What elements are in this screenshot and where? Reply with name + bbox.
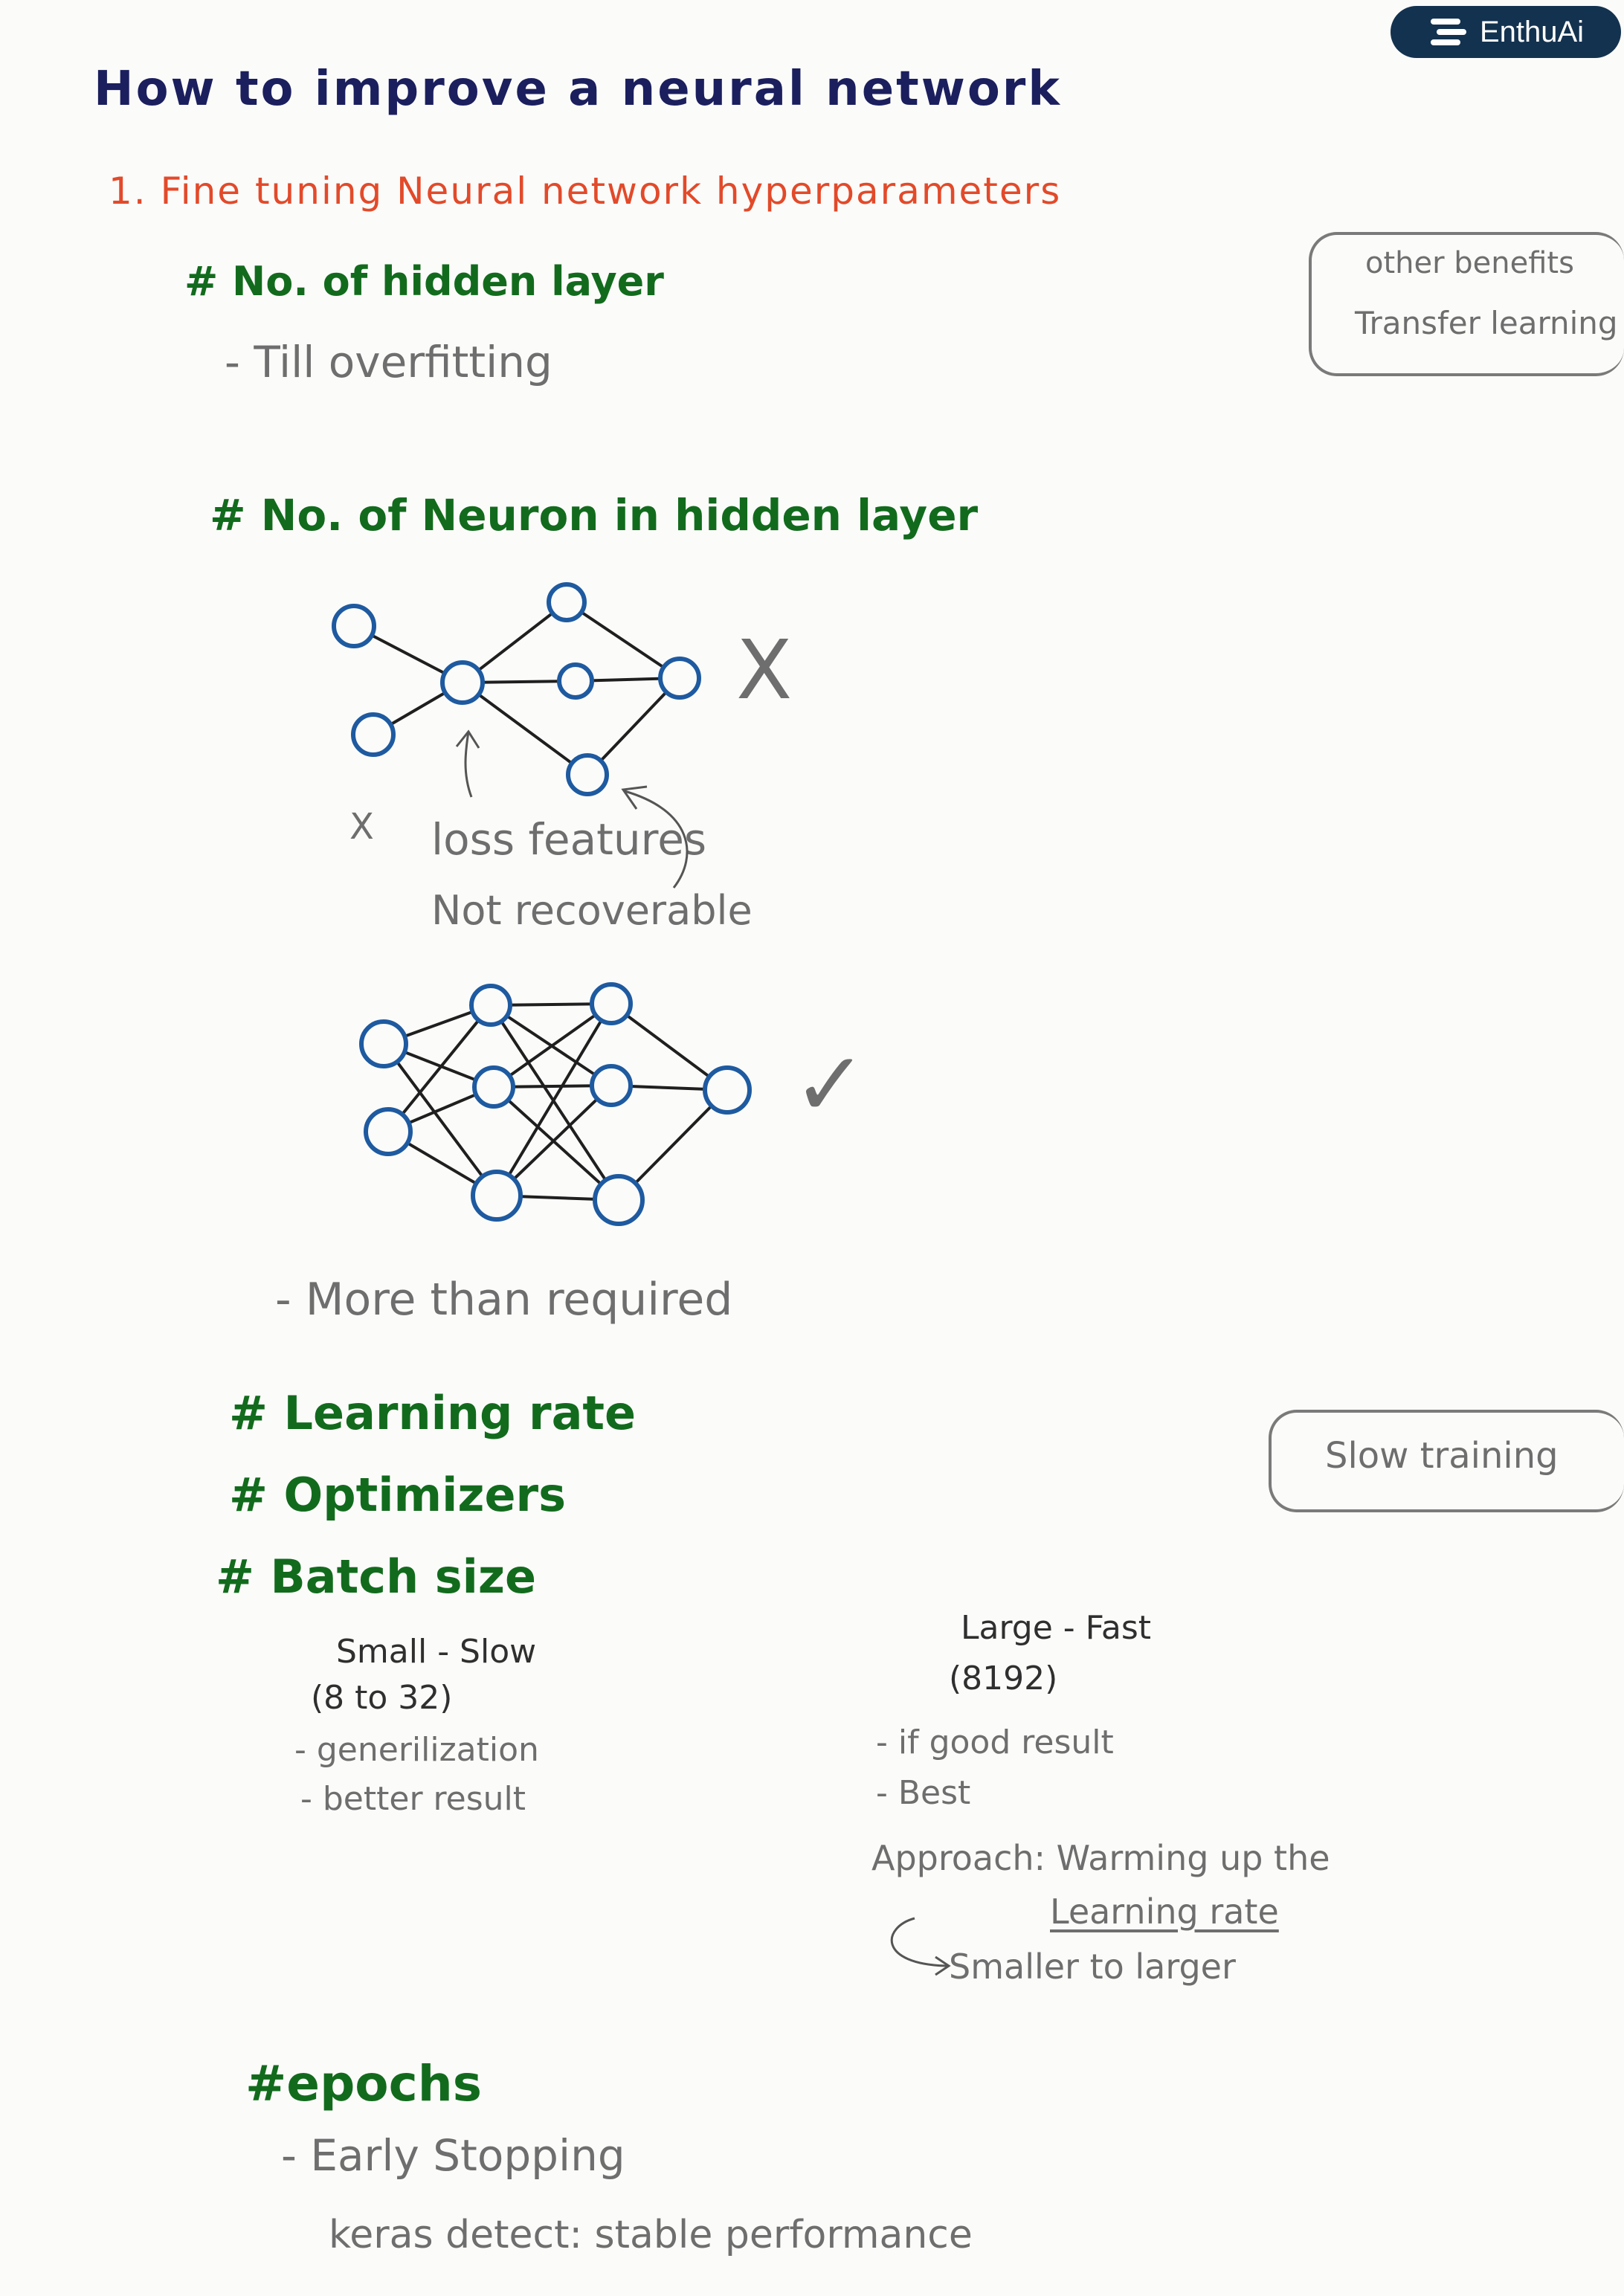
hidden-node [590, 1064, 633, 1107]
small-x-mark: X [349, 806, 374, 848]
approach-line1: Approach: Warming up the [871, 1838, 1330, 1878]
brand-badge: EnthuAi [1391, 6, 1621, 58]
neurons-heading: # No. of Neuron in hidden layer [210, 490, 979, 541]
hidden-node [593, 1174, 645, 1226]
epochs-point1: - Early Stopping [281, 2130, 625, 2181]
input-node [351, 712, 396, 757]
small-batch-point2: - better result [300, 1780, 526, 1818]
loss-features-label: loss features [431, 814, 707, 865]
input-node [332, 604, 376, 648]
epochs-point2: keras detect: stable performance [329, 2213, 973, 2257]
hidden-layer-note: - Till overfitting [225, 337, 552, 387]
hidden-node [547, 582, 587, 622]
good-mark: ✓ [793, 1033, 868, 1137]
neurons-note: - More than required [275, 1274, 733, 1326]
large-batch-label: Large - Fast [961, 1609, 1152, 1647]
side-note-box [1309, 232, 1624, 376]
slow-training-label: Slow training [1325, 1435, 1559, 1477]
hidden-node [469, 984, 512, 1027]
batch-size-heading: # Batch size [216, 1550, 537, 1604]
hidden-node [590, 982, 633, 1025]
large-batch-point1: - if good result [876, 1723, 1114, 1761]
approach-line2: Learning rate [1050, 1892, 1279, 1932]
epochs-heading: #epochs [245, 2055, 483, 2112]
input-node [364, 1107, 413, 1156]
small-batch-label: Small - Slow [336, 1633, 537, 1671]
hidden-node [557, 662, 594, 700]
wide-network-diagram [359, 982, 752, 1226]
learning-rate-heading: # Learning rate [229, 1386, 637, 1440]
small-batch-range: (8 to 32) [311, 1679, 453, 1717]
hook-arrow-icon [890, 1917, 951, 1976]
approach-line3: Smaller to larger [949, 1947, 1236, 1987]
page-title: How to improve a neural network [94, 62, 1062, 117]
section-heading: 1. Fine tuning Neural network hyperparam… [109, 170, 1062, 213]
hidden-node [472, 1065, 515, 1109]
not-recoverable-label: Not recoverable [431, 887, 753, 934]
output-node [658, 657, 701, 700]
brand-name: EnthuAi [1479, 15, 1585, 48]
optimizers-heading: # Optimizers [229, 1468, 566, 1522]
bottleneck-node [440, 660, 485, 705]
side-note-line2: Transfer learning [1355, 305, 1618, 341]
stack-lines-logo-icon [1430, 19, 1466, 45]
small-batch-point1: - generilization [294, 1731, 539, 1769]
bad-mark: X [736, 622, 793, 718]
output-node [703, 1065, 752, 1115]
slow-training-box [1269, 1410, 1624, 1512]
curved-arrow-icon [621, 785, 689, 889]
large-batch-point2: - Best [876, 1774, 971, 1812]
side-note-line1: other benefits [1365, 246, 1574, 280]
large-batch-value: (8192) [949, 1660, 1058, 1697]
hidden-layer-heading: # No. of hidden layer [184, 258, 664, 305]
hidden-node [566, 753, 609, 796]
input-node [359, 1019, 408, 1068]
narrow-network-diagram [332, 582, 701, 798]
hidden-node [471, 1170, 523, 1222]
